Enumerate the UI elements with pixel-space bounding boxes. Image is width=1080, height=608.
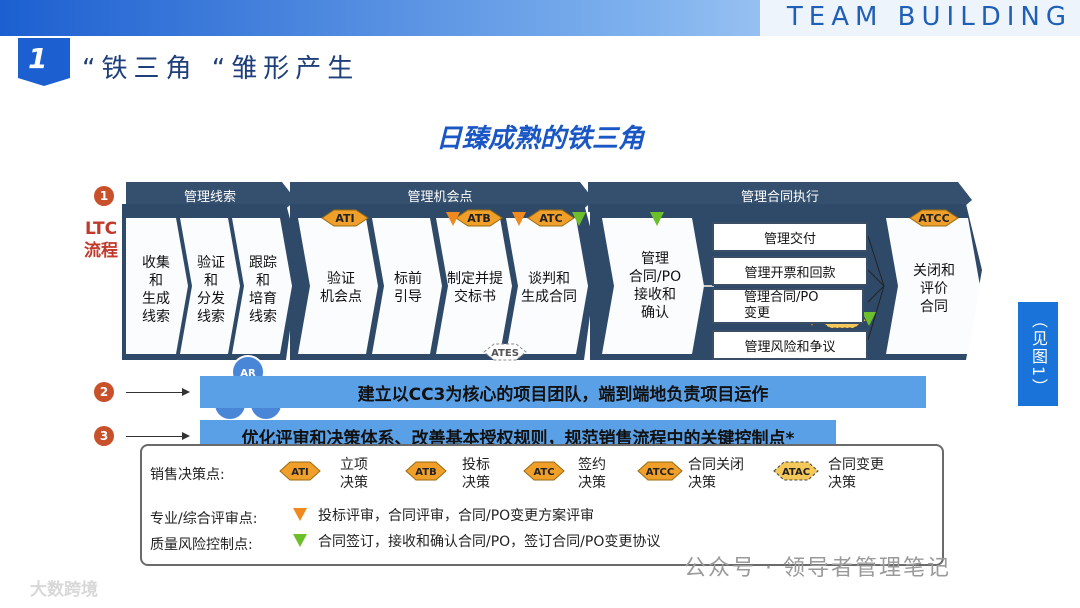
svg-text:ATB: ATB	[467, 212, 491, 225]
legend-ati-text: 立项 决策	[340, 457, 368, 491]
step-chevron	[298, 218, 378, 354]
svg-text:ATB: ATB	[415, 467, 436, 478]
step-receive-contract: 管理 合同/PO 接收和 确认	[628, 251, 682, 321]
step-negotiate-contract: 谈判和 生成合同	[521, 271, 577, 305]
svg-text:ATAC: ATAC	[782, 467, 810, 478]
quality-triangle	[650, 212, 664, 226]
subtask-delivery: 管理交付	[712, 222, 868, 252]
svg-text:ATCC: ATCC	[646, 467, 674, 478]
step-collect-leads: 收集 和 生成 线索	[142, 255, 170, 325]
svg-text:ATCC: ATCC	[918, 212, 949, 225]
main-title: 日臻成熟的铁三角	[435, 124, 644, 154]
legend-atb-diamond: ATB	[405, 461, 447, 481]
svg-text:ATI: ATI	[291, 467, 309, 478]
marker-3: 3	[94, 426, 114, 446]
step-chevron	[602, 218, 704, 354]
step-chevron	[232, 218, 292, 354]
atb-diamond: ATB	[455, 209, 503, 227]
quality-triangle	[572, 212, 586, 226]
legend-review-label: 专业/综合评审点:	[150, 511, 258, 527]
legend-decision-label: 销售决策点:	[150, 467, 225, 483]
quality-triangle	[862, 312, 876, 326]
atc-diamond: ATC	[527, 209, 575, 227]
phase-title-lead: 管理线索	[183, 190, 236, 205]
arrow-2	[126, 388, 190, 396]
legend-box: 销售决策点: ATI 立项 决策 ATB 投标 决策 ATC 签约 决策 ATC…	[140, 444, 944, 566]
marker-2: 2	[94, 382, 114, 402]
svg-text:AR: AR	[240, 368, 256, 379]
step-chevron	[886, 218, 980, 354]
svg-text:ATC: ATC	[533, 467, 554, 478]
legend-atc-diamond: ATC	[523, 461, 565, 481]
phase-title-contract: 管理合同执行	[740, 190, 819, 205]
legend-ati-diamond: ATI	[279, 461, 321, 481]
header-title: “铁三角 “雏形产生	[82, 54, 360, 84]
legend-atac-text: 合同变更 决策	[828, 457, 884, 491]
step-track-leads: 跟踪 和 培育 线索	[249, 255, 277, 325]
step-chevron	[180, 218, 240, 354]
step-chevron	[506, 218, 588, 354]
arrow-3	[126, 432, 190, 440]
marker-1: 1	[94, 186, 114, 206]
ati-tag-text: ATI	[335, 212, 354, 225]
svg-text:ATES: ATES	[491, 348, 519, 359]
legend-atcc-diamond: ATCC	[637, 461, 683, 481]
top-banner	[0, 0, 1080, 36]
step-chevron	[126, 218, 188, 354]
step-chevron	[436, 218, 512, 354]
ltc-label: LTC 流程	[84, 219, 118, 261]
step-verify-leads: 验证 和 分发 线索	[197, 255, 225, 325]
ati-diamond: ATI	[321, 209, 369, 227]
watermark-left: 大数跨境	[30, 580, 98, 600]
step-pre-bid: 标前 引导	[394, 271, 422, 305]
subtask-risk: 管理风险和争议	[712, 330, 868, 360]
svg-text:ATC: ATC	[539, 212, 562, 225]
step-bid-submission: 制定并提 交标书	[447, 271, 503, 305]
section-number: 1	[28, 42, 48, 75]
review-triangle	[512, 212, 526, 226]
brand-text: TEAM BUILDING	[786, 2, 1072, 32]
section-number-badge	[18, 38, 70, 86]
legend-quality-label: 质量风险控制点:	[150, 537, 253, 553]
subtask-change: 管理合同/PO 变更	[712, 288, 864, 324]
atcc-diamond: ATCC	[909, 209, 959, 227]
phase-title-opportunity: 管理机会点	[407, 190, 473, 205]
legend-atc-text: 签约 决策	[578, 457, 606, 491]
watermark-right: 公众号 · 领导者管理笔记	[684, 556, 951, 581]
legend-review-text: 投标评审，合同评审，合同/PO变更方案评审	[318, 508, 595, 524]
legend-quality-text: 合同签订，接收和确认合同/PO，签订合同/PO变更协议	[318, 534, 661, 550]
subtask-billing: 管理开票和回款	[712, 256, 868, 286]
legend-atcc-text: 合同关闭 决策	[688, 457, 744, 491]
side-figure-tag: （见图1）	[1018, 302, 1058, 406]
team-band: 建立以CC3为核心的项目团队，端到端地负责项目运作	[200, 376, 926, 408]
step-close-contract: 关闭和 评价 合同	[913, 263, 955, 315]
legend-atac-diamond: ATAC	[773, 461, 819, 481]
step-chevron	[372, 218, 442, 354]
step-verify-opportunity: 验证 机会点	[320, 271, 362, 305]
legend-review-triangle	[293, 508, 307, 521]
review-triangle	[446, 212, 460, 226]
legend-atb-text: 投标 决策	[462, 457, 490, 491]
ates-diamond: ATES	[483, 343, 527, 361]
legend-quality-triangle	[293, 534, 307, 547]
